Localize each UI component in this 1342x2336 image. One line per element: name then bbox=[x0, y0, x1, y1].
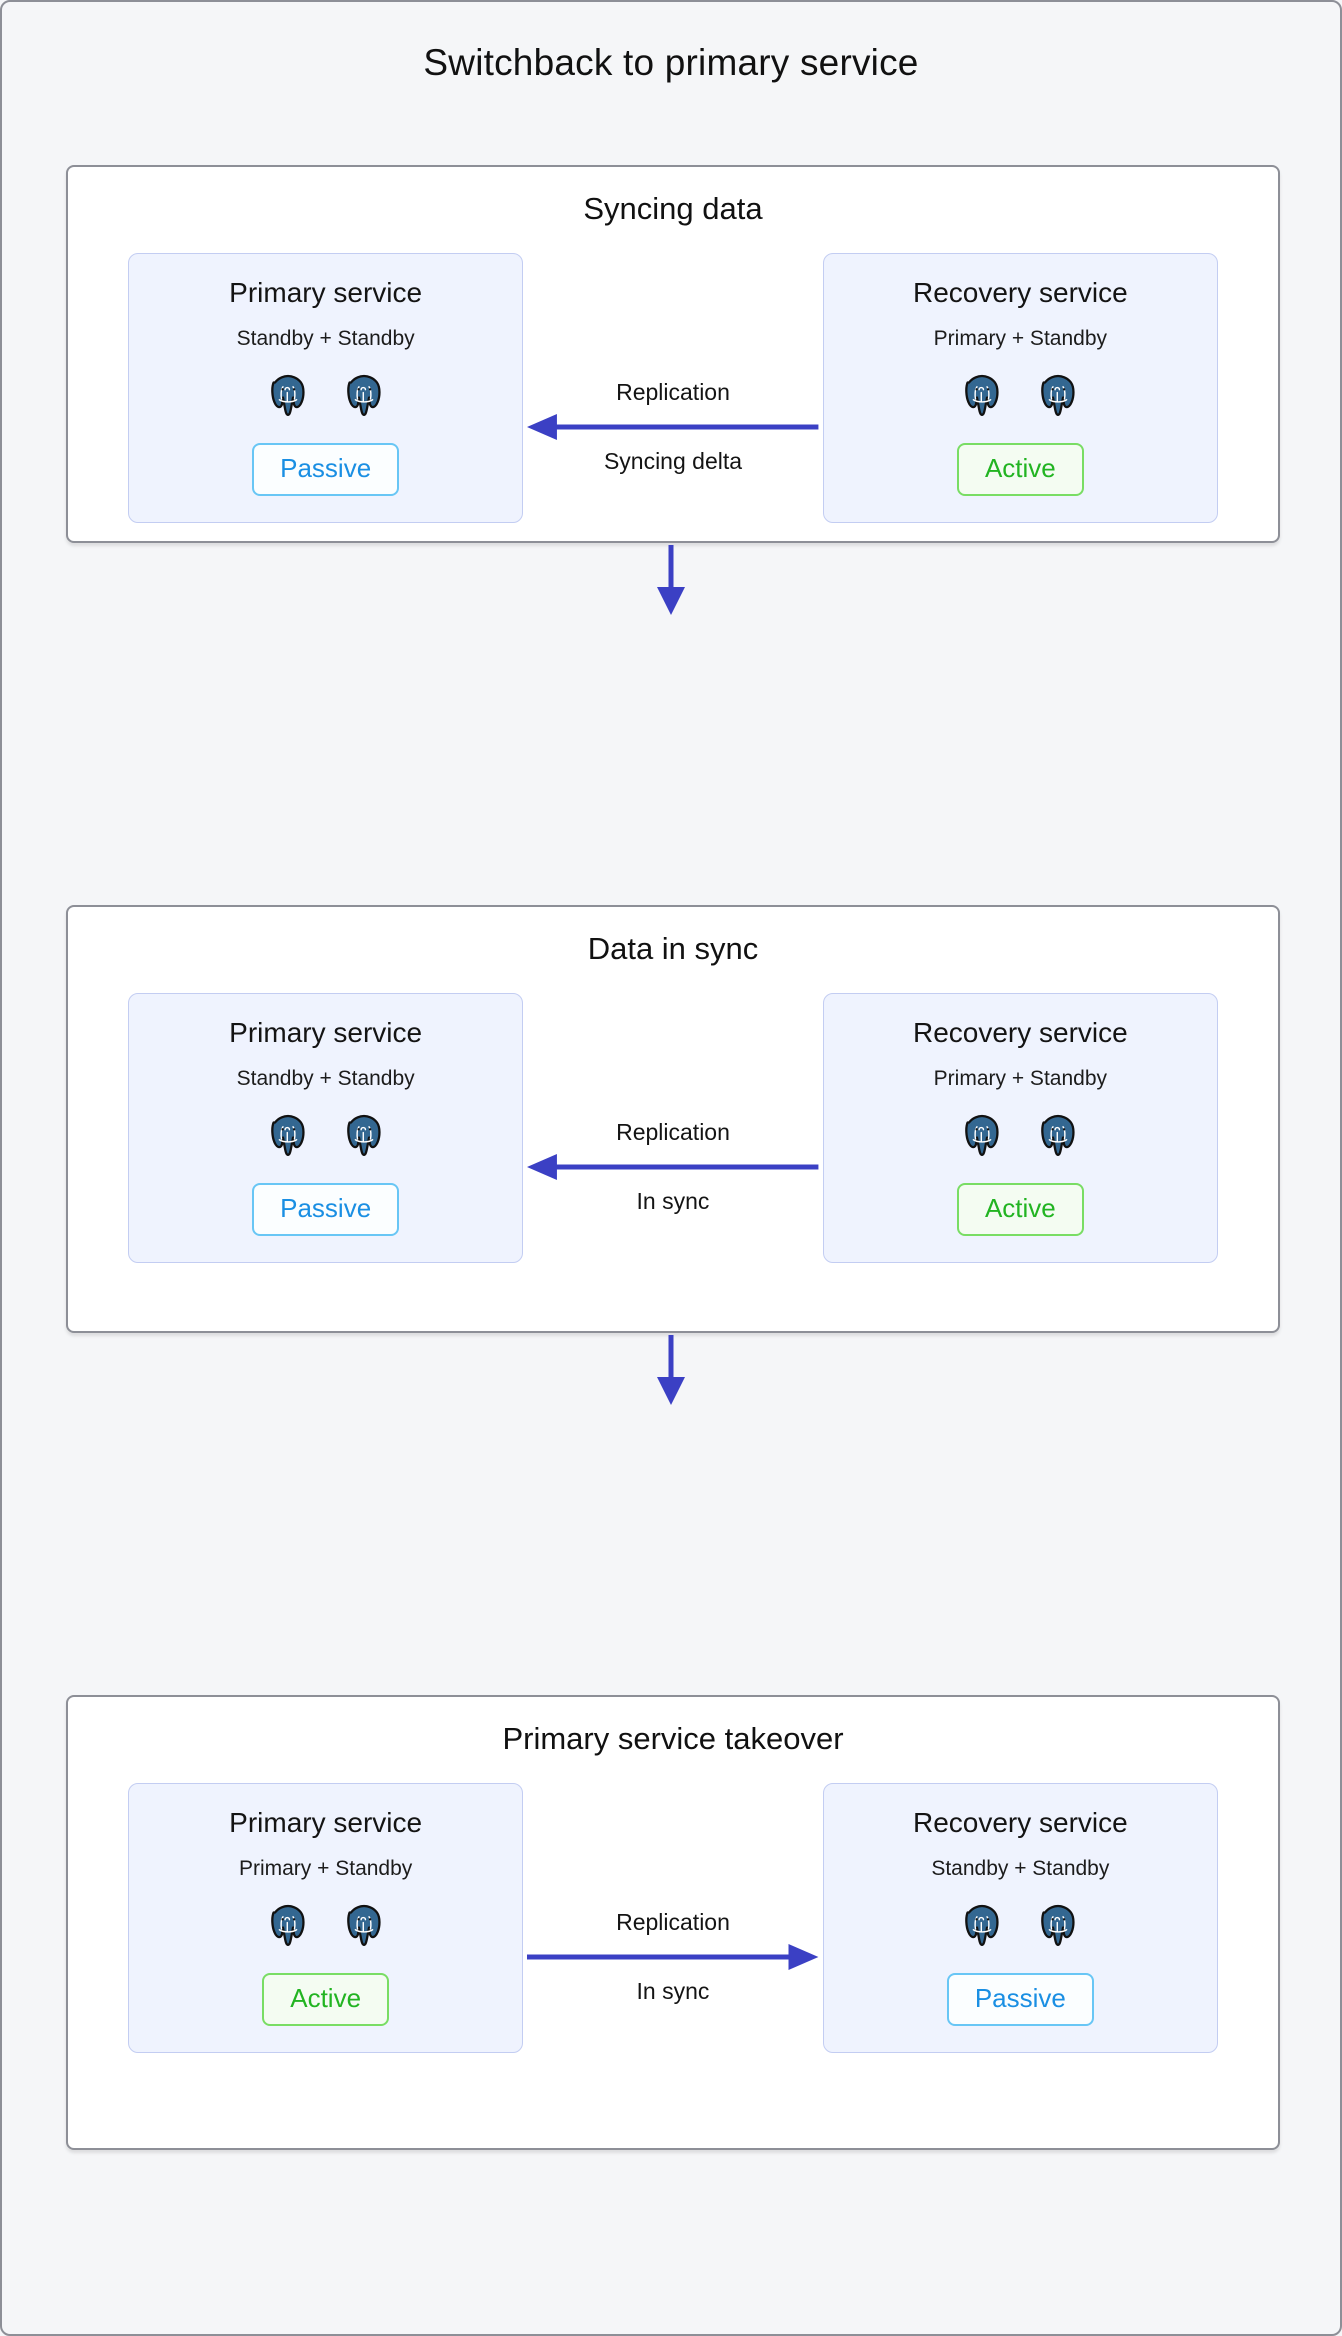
stage-title: Primary service takeover bbox=[502, 1721, 844, 1756]
stage-connector bbox=[2, 543, 1340, 617]
service-role: Standby + Standby bbox=[236, 327, 415, 351]
status-badge: Passive bbox=[946, 1973, 1094, 2026]
service-role: Primary + Standby bbox=[933, 327, 1107, 351]
node-row bbox=[139, 1111, 512, 1157]
node-row bbox=[834, 371, 1207, 417]
service-card-recovery: Recovery service Standby + Standby bbox=[822, 1782, 1218, 2053]
service-role: Primary + Standby bbox=[933, 1067, 1107, 1091]
postgres-elephant-icon bbox=[1035, 371, 1081, 417]
postgres-elephant-icon bbox=[341, 1901, 387, 1947]
replication-top-label: Replication bbox=[616, 1908, 730, 1935]
replication-bottom-label: In sync bbox=[636, 1977, 710, 2004]
replication-link: Replication In sync bbox=[523, 993, 822, 1263]
status-badge: Active bbox=[956, 1183, 1084, 1236]
service-name: Recovery service bbox=[912, 1016, 1128, 1048]
status-badge: Passive bbox=[252, 443, 400, 496]
stage-body: Primary service Standby + Standby bbox=[68, 992, 1278, 1263]
postgres-elephant-icon bbox=[265, 371, 311, 417]
page-title: Switchback to primary service bbox=[423, 42, 919, 83]
replication-link: Replication In sync bbox=[523, 1783, 822, 2053]
stage-connector bbox=[2, 1333, 1340, 1407]
postgres-elephant-icon bbox=[959, 1901, 1005, 1947]
service-card-primary: Primary service Standby + Standby bbox=[128, 992, 524, 1263]
stage-panel-data-in-sync: Data in sync Primary service Standby + S… bbox=[66, 905, 1280, 1333]
service-role: Standby + Standby bbox=[931, 1857, 1110, 1881]
stage-body: Primary service Standby + Standby bbox=[68, 252, 1278, 523]
node-row bbox=[139, 371, 512, 417]
postgres-elephant-icon bbox=[1035, 1901, 1081, 1947]
postgres-elephant-icon bbox=[265, 1111, 311, 1157]
stage-body: Primary service Primary + Standby bbox=[68, 1782, 1278, 2053]
service-name: Recovery service bbox=[912, 1806, 1128, 1838]
node-row bbox=[834, 1901, 1207, 1947]
replication-bottom-label: In sync bbox=[636, 1187, 710, 1214]
service-name: Primary service bbox=[229, 1806, 423, 1838]
service-role: Primary + Standby bbox=[238, 1857, 413, 1881]
service-card-recovery: Recovery service Primary + Standby bbox=[822, 252, 1218, 523]
service-name: Recovery service bbox=[912, 276, 1128, 308]
stage-panel-primary-service-takeover: Primary service takeover Primary service… bbox=[66, 1695, 1280, 2150]
status-badge: Active bbox=[262, 1973, 390, 2026]
arrow-left-icon bbox=[527, 1153, 819, 1180]
arrow-right-icon bbox=[527, 1943, 819, 1970]
stage-title: Data in sync bbox=[587, 931, 759, 966]
replication-bottom-label: Syncing delta bbox=[603, 447, 743, 474]
replication-link: Replication Syncing delta bbox=[523, 253, 822, 523]
service-role: Standby + Standby bbox=[236, 1067, 415, 1091]
postgres-elephant-icon bbox=[341, 1111, 387, 1157]
stage-panel-syncing-data: Syncing data Primary service Standby + S… bbox=[66, 165, 1280, 543]
stage-title: Syncing data bbox=[583, 191, 763, 226]
arrow-left-icon bbox=[527, 413, 819, 440]
postgres-elephant-icon bbox=[959, 1111, 1005, 1157]
arrow-down-icon bbox=[657, 1335, 685, 1405]
status-badge: Active bbox=[956, 443, 1084, 496]
service-card-primary: Primary service Standby + Standby bbox=[128, 252, 524, 523]
postgres-elephant-icon bbox=[265, 1901, 311, 1947]
replication-top-label: Replication bbox=[616, 1118, 730, 1145]
postgres-elephant-icon bbox=[959, 371, 1005, 417]
service-name: Primary service bbox=[229, 1016, 423, 1048]
arrow-down-icon bbox=[657, 545, 685, 615]
service-card-primary: Primary service Primary + Standby bbox=[128, 1782, 524, 2053]
postgres-elephant-icon bbox=[1035, 1111, 1081, 1157]
node-row bbox=[139, 1901, 512, 1947]
replication-top-label: Replication bbox=[616, 378, 730, 405]
node-row bbox=[834, 1111, 1207, 1157]
service-card-recovery: Recovery service Primary + Standby bbox=[822, 992, 1218, 1263]
postgres-elephant-icon bbox=[341, 371, 387, 417]
service-name: Primary service bbox=[229, 276, 423, 308]
status-badge: Passive bbox=[252, 1183, 400, 1236]
